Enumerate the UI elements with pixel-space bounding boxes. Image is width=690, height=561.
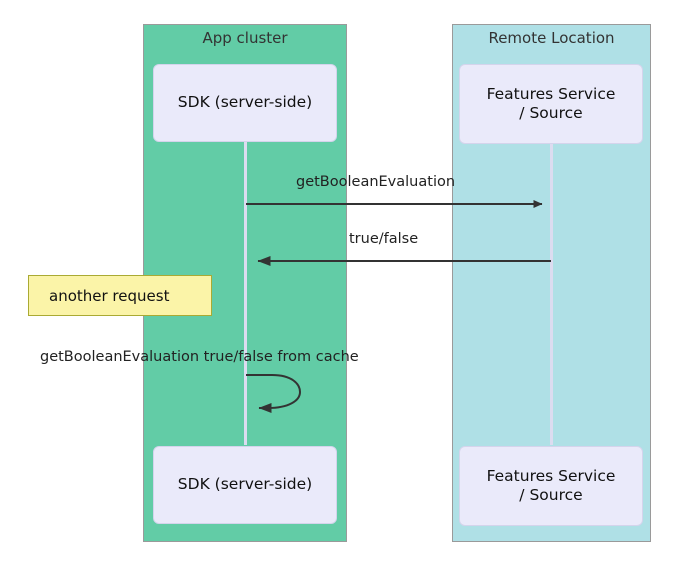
note-another-request: another request [28, 275, 212, 316]
message-label-true-false: true/false [349, 231, 419, 247]
participant-sdk-bottom[interactable]: SDK (server-side) [153, 446, 337, 524]
participant-features-service-top-line1: Features Service [486, 84, 616, 103]
participant-features-service-top-line2: / Source [519, 104, 583, 122]
participant-features-service-top[interactable]: Features Service / Source [459, 64, 643, 144]
participant-features-service-bottom-line2: / Source [519, 486, 583, 504]
lifeline-sdk [244, 140, 247, 445]
participant-features-service-bottom[interactable]: Features Service / Source [459, 446, 643, 526]
message-label-get-boolean-evaluation: getBooleanEvaluation [296, 174, 456, 190]
participant-features-service-top-label: Features Service / Source [487, 85, 616, 124]
participant-sdk-top-label: SDK (server-side) [177, 93, 313, 112]
participant-features-service-bottom-line1: Features Service [486, 466, 616, 485]
group-title-remote-location: Remote Location [488, 29, 615, 47]
participant-sdk-bottom-label: SDK (server-side) [177, 475, 313, 494]
message-label-cache: getBooleanEvaluation true/false from cac… [40, 349, 359, 365]
participant-features-service-bottom-label: Features Service / Source [487, 467, 616, 506]
lifeline-features-service [550, 140, 553, 445]
note-another-request-label: another request [49, 286, 170, 305]
participant-sdk-top[interactable]: SDK (server-side) [153, 64, 337, 142]
group-title-app-cluster: App cluster [202, 29, 288, 47]
